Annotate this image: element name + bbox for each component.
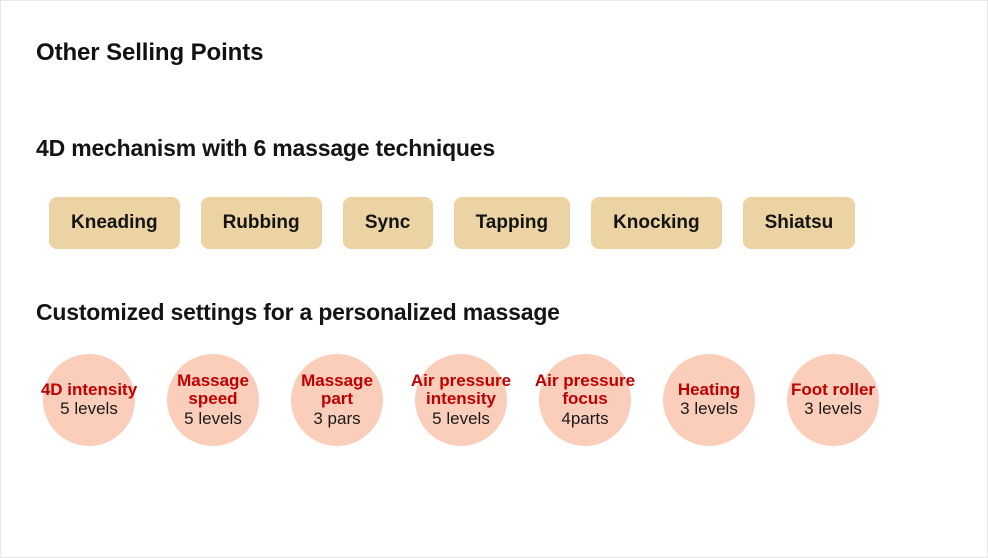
circle-text: Foot roller 3 levels bbox=[758, 380, 908, 419]
circle-label: Heating bbox=[677, 380, 741, 400]
circle-value: 3 levels bbox=[804, 399, 862, 419]
circle-value: 3 levels bbox=[680, 399, 738, 419]
setting-circle[interactable]: Foot roller 3 levels bbox=[787, 354, 879, 446]
circle-shape bbox=[291, 354, 383, 446]
circle-text: Air pressure focus 4parts bbox=[510, 370, 660, 428]
circle-value: 5 levels bbox=[184, 408, 242, 428]
settings-heading: Customized settings for a personalized m… bbox=[36, 299, 560, 325]
circle-text: Massage speed 5 levels bbox=[138, 370, 288, 428]
setting-circle[interactable]: 4D intensity 5 levels bbox=[41, 354, 137, 446]
circle-text: 4D intensity 5 levels bbox=[14, 380, 164, 419]
technique-pill-label: Kneading bbox=[71, 212, 158, 233]
circle-label: Foot roller bbox=[790, 380, 876, 400]
techniques-heading: 4D mechanism with 6 massage techniques bbox=[36, 135, 495, 161]
technique-pill[interactable]: Sync bbox=[342, 197, 433, 249]
setting-circle[interactable]: Air pressure focus 4parts bbox=[535, 354, 635, 446]
circle-value: 3 pars bbox=[313, 408, 361, 428]
setting-circle[interactable]: Massage part 3 pars bbox=[291, 354, 383, 446]
circle-label: 4D intensity bbox=[40, 380, 138, 400]
setting-circle[interactable]: Heating 3 levels bbox=[663, 354, 755, 446]
circle-label: Air pressure intensity bbox=[410, 370, 512, 409]
circle-text: Air pressure intensity 5 levels bbox=[386, 370, 536, 428]
technique-pill[interactable]: Knocking bbox=[591, 197, 722, 249]
circle-shape bbox=[663, 354, 755, 446]
technique-pill[interactable]: Rubbing bbox=[200, 197, 322, 249]
circle-shape bbox=[43, 354, 135, 446]
circle-value: 5 levels bbox=[60, 399, 118, 419]
technique-pill-row: Kneading Rubbing Sync Tapping Knocking S… bbox=[49, 197, 856, 249]
circle-label: Massage part bbox=[301, 370, 373, 409]
circle-shape bbox=[167, 354, 259, 446]
circle-text: Heating 3 levels bbox=[634, 380, 784, 419]
circle-value: 4parts bbox=[561, 408, 609, 428]
page-title: Other Selling Points bbox=[36, 39, 264, 66]
technique-pill[interactable]: Tapping bbox=[453, 197, 571, 249]
technique-pill-label: Tapping bbox=[475, 212, 549, 233]
settings-circle-row: 4D intensity 5 levels Massage speed 5 le… bbox=[41, 354, 879, 446]
setting-circle[interactable]: Air pressure intensity 5 levels bbox=[411, 354, 511, 446]
circle-label: Massage speed bbox=[177, 370, 249, 409]
circle-value: 5 levels bbox=[432, 408, 490, 428]
technique-pill-label: Knocking bbox=[613, 212, 700, 233]
circle-text: Massage part 3 pars bbox=[262, 370, 412, 428]
circle-label: Air pressure focus bbox=[534, 370, 636, 409]
circle-shape bbox=[539, 354, 631, 446]
circle-shape bbox=[787, 354, 879, 446]
setting-circle[interactable]: Massage speed 5 levels bbox=[167, 354, 259, 446]
circle-shape bbox=[415, 354, 507, 446]
technique-pill-label: Sync bbox=[364, 212, 411, 233]
technique-pill[interactable]: Shiatsu bbox=[742, 197, 856, 249]
technique-pill-label: Rubbing bbox=[222, 212, 300, 233]
technique-pill[interactable]: Kneading bbox=[49, 197, 180, 249]
technique-pill-label: Shiatsu bbox=[764, 212, 834, 233]
